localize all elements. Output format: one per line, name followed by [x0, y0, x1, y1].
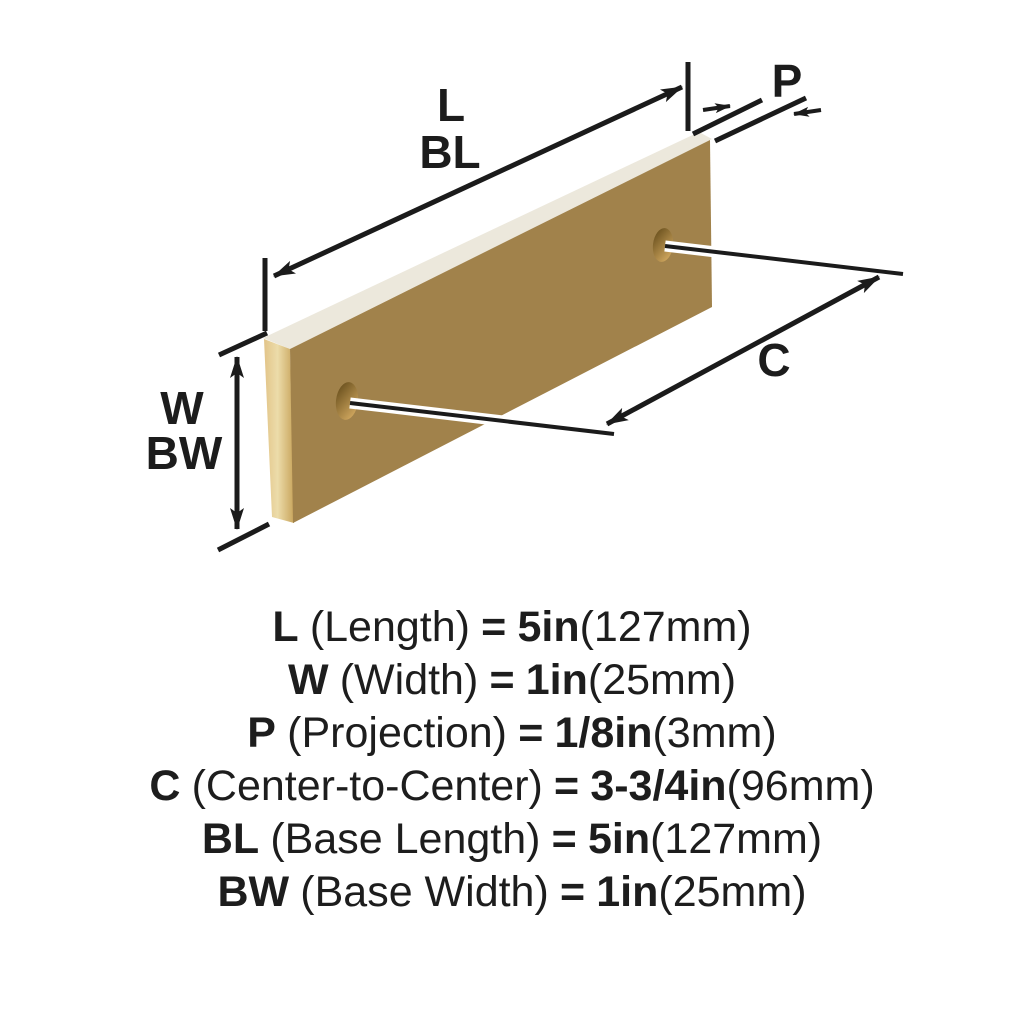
- spec-value: 1in: [596, 868, 659, 916]
- spec-label: W: [287, 656, 329, 704]
- spec-line-base-width: BW(Base Width)=1in(25mm): [0, 866, 1024, 919]
- spec-desc: (Length): [309, 603, 470, 651]
- spec-equals: =: [554, 762, 580, 810]
- screw-hole-left: [335, 382, 359, 420]
- spec-line-width: W(Width)=1in(25mm): [0, 654, 1024, 707]
- projection-line-front: [691, 97, 764, 137]
- spec-line-base-length: BL(Base Length)=5in(127mm): [0, 813, 1024, 866]
- spec-label: BL: [201, 815, 260, 863]
- spec-metric: (3mm): [652, 709, 777, 757]
- spec-desc: (Base Length): [270, 815, 541, 863]
- width-tick-bottom: [216, 521, 271, 553]
- spec-label: C: [149, 762, 181, 810]
- width-tick-top: [217, 330, 269, 358]
- spec-metric: (96mm): [726, 762, 875, 810]
- label-width: W: [160, 382, 204, 434]
- projection-line-back: [713, 95, 808, 144]
- label-base-length: BL: [419, 126, 480, 178]
- spec-line-projection: P(Projection)=1/8in(3mm): [0, 707, 1024, 760]
- spec-desc: (Base Width): [300, 868, 549, 916]
- leader-right-line: [664, 244, 904, 276]
- dimension-spec-list: L(Length)=5in(127mm) W(Width)=1in(25mm) …: [0, 601, 1024, 919]
- length-dimension-arrow: [272, 84, 684, 279]
- spec-equals: =: [481, 603, 507, 651]
- spec-metric: (25mm): [658, 868, 807, 916]
- spec-desc: (Width): [339, 656, 479, 704]
- spec-equals: =: [559, 868, 586, 916]
- label-projection: P: [772, 55, 803, 107]
- spec-label: L: [272, 603, 299, 651]
- spec-metric: (127mm): [650, 815, 823, 863]
- spec-label: BW: [217, 868, 290, 916]
- spec-desc: (Projection): [287, 709, 508, 757]
- label-length: L: [437, 79, 465, 131]
- plate-side-face: [264, 339, 294, 523]
- center-to-center-dimension-arrow: [605, 274, 881, 427]
- leader-left-line: [349, 401, 615, 436]
- plate-diagram-canvas: L BL P W BW C: [146, 55, 904, 553]
- spec-value: 5in: [517, 603, 580, 651]
- label-center-to-center: C: [757, 334, 790, 386]
- spec-equals: =: [518, 709, 544, 757]
- plate-front-face: [290, 140, 712, 523]
- spec-value: 1/8in: [554, 709, 653, 757]
- spec-metric: (127mm): [579, 603, 752, 651]
- spec-value: 1in: [525, 656, 588, 704]
- label-base-width: BW: [146, 427, 223, 479]
- projection-arrow-left: [702, 103, 731, 114]
- spec-label: P: [247, 709, 276, 757]
- spec-desc: (Center-to-Center): [191, 762, 543, 810]
- spec-line-length: L(Length)=5in(127mm): [0, 601, 1024, 654]
- spec-line-center-to-center: C(Center-to-Center)=3-3/4in(96mm): [0, 760, 1024, 813]
- spec-equals: =: [551, 815, 577, 863]
- spec-equals: =: [489, 656, 515, 704]
- projection-arrow-right: [793, 106, 822, 117]
- spec-value: 3-3/4in: [590, 762, 727, 810]
- spec-value: 5in: [587, 815, 651, 863]
- spec-metric: (25mm): [587, 656, 737, 704]
